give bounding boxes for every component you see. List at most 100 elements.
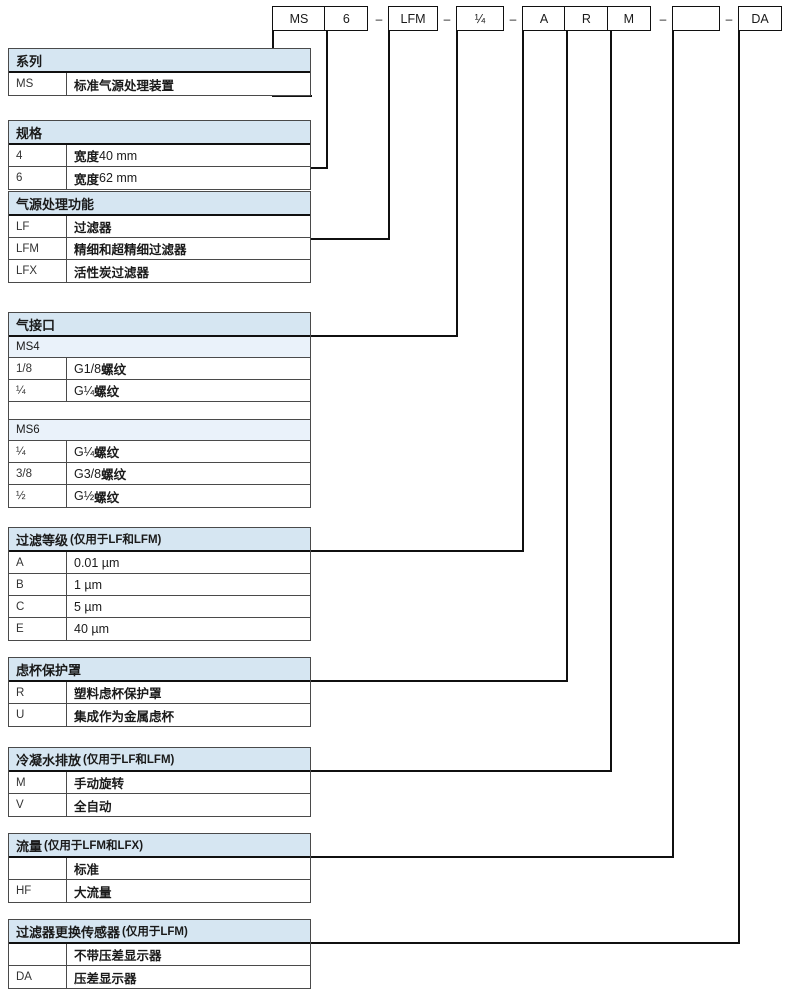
connector-grade-horizontal xyxy=(311,550,523,552)
code-box-connection[interactable]: ¼ xyxy=(456,6,504,31)
table-flow-title: 流量 xyxy=(16,838,43,854)
row-code xyxy=(9,858,67,879)
connector-bowl-guard-horizontal xyxy=(311,680,567,682)
table-grade-header: 过滤等级(仅用于LF和LFM) xyxy=(9,528,310,552)
table-sensor-header: 过滤器更换传感器(仅用于LFM) xyxy=(9,920,310,944)
code-box-size[interactable]: 6 xyxy=(324,6,369,31)
table-row: LF 过滤器 xyxy=(9,216,310,238)
table-row: MS 标准气源处理装置 xyxy=(9,73,310,95)
row-desc: 手动旋转 xyxy=(74,777,125,791)
subhead-label: MS4 xyxy=(16,341,40,353)
code-group-grade-guard-drain: A R M xyxy=(522,6,651,31)
code-box-drain[interactable]: M xyxy=(606,6,651,31)
row-desc-bold: 螺纹 xyxy=(101,468,127,482)
table-grade-note: (仅用于LF和LFM) xyxy=(70,534,162,546)
row-desc-rest: 62 mm xyxy=(99,171,138,185)
code-box-series[interactable]: MS xyxy=(272,6,326,31)
code-box-grade[interactable]: A xyxy=(522,6,566,31)
connector-function-vertical xyxy=(388,31,390,240)
row-code: E xyxy=(9,618,67,640)
table-row: 标准 xyxy=(9,858,310,880)
code-box-sensor[interactable]: DA xyxy=(738,6,782,31)
table-function: 气源处理功能 LF 过滤器 LFM 精细和超精细过滤器 LFX 活性炭过滤器 xyxy=(8,191,311,283)
table-size: 规格 4 宽度 40 mm 6 宽度 62 mm xyxy=(8,120,311,190)
table-row: ¼ G¼ 螺纹 xyxy=(9,441,310,463)
row-desc-pre: G½ xyxy=(74,489,95,503)
row-desc: 大流量 xyxy=(74,885,112,900)
table-connection-title: 气接口 xyxy=(16,317,56,333)
row-code: M xyxy=(9,772,67,793)
table-drain-note: (仅用于LF和LFM) xyxy=(83,754,175,766)
code-box-bowl-guard[interactable]: R xyxy=(564,6,609,31)
code-box-function[interactable]: LFM xyxy=(388,6,438,31)
connector-drain-horizontal xyxy=(311,770,611,772)
code-dash-2: – xyxy=(443,11,451,26)
row-desc-bold: 螺纹 xyxy=(94,446,120,460)
connector-sensor-vertical xyxy=(738,31,740,944)
row-code: 3/8 xyxy=(9,463,67,484)
row-desc: 标准 xyxy=(74,863,100,877)
row-desc: 0.01 µm xyxy=(74,555,120,570)
row-desc-pre: G¼ xyxy=(74,383,95,398)
table-bowl-guard-header: 虑杯保护罩 xyxy=(9,658,310,682)
table-row: C 5 µm xyxy=(9,596,310,618)
row-code: ¼ xyxy=(9,380,67,401)
table-function-header: 气源处理功能 xyxy=(9,192,310,216)
table-flow-header: 流量(仅用于LFM和LFX) xyxy=(9,834,310,858)
table-flow-note: (仅用于LFM和LFX) xyxy=(44,840,144,852)
code-dash-4: – xyxy=(659,11,667,26)
row-desc: 宽度 40 mm xyxy=(67,145,310,166)
table-series-title: 系列 xyxy=(16,53,43,69)
table-row: 不带压差显示器 xyxy=(9,944,310,966)
table-drain-header: 冷凝水排放(仅用于LF和LFM) xyxy=(9,748,310,772)
row-code: B xyxy=(9,574,67,595)
table-row: HF 大流量 xyxy=(9,880,310,902)
table-row: DA 压差显示器 xyxy=(9,966,310,988)
code-group-function: LFM xyxy=(388,6,438,31)
row-desc-bold: 螺纹 xyxy=(101,363,127,377)
connector-connection-horizontal xyxy=(311,335,457,337)
row-code: HF xyxy=(9,880,67,902)
row-code: DA xyxy=(9,966,67,988)
row-code: ½ xyxy=(9,485,67,507)
table-connection-subhead-ms4: MS4 xyxy=(9,337,310,358)
row-code: ¼ xyxy=(9,441,67,462)
code-box-flow[interactable] xyxy=(672,6,720,31)
row-code: 6 xyxy=(9,167,67,189)
connector-size-horizontal xyxy=(311,167,327,169)
row-desc: 集成作为金属虑杯 xyxy=(74,709,175,724)
table-connection-header: 气接口 xyxy=(9,313,310,337)
table-function-title: 气源处理功能 xyxy=(16,196,95,212)
table-series-header: 系列 xyxy=(9,49,310,73)
table-row: ¼ G¼ 螺纹 xyxy=(9,380,310,402)
row-code: V xyxy=(9,794,67,816)
connector-function-horizontal xyxy=(311,238,389,240)
row-desc: G¼ 螺纹 xyxy=(67,441,310,462)
code-dash-3: – xyxy=(509,11,517,26)
row-code: U xyxy=(9,704,67,726)
table-grade: 过滤等级(仅用于LF和LFM) A 0.01 µm B 1 µm C 5 µm … xyxy=(8,527,311,641)
row-desc-pre: G1/8 xyxy=(74,361,102,376)
row-desc: 全自动 xyxy=(74,799,112,814)
code-dash-1: – xyxy=(375,11,383,26)
table-size-title: 规格 xyxy=(16,125,43,141)
table-bowl-guard: 虑杯保护罩 R 塑料虑杯保护罩 U 集成作为金属虑杯 xyxy=(8,657,311,727)
row-desc: 过滤器 xyxy=(74,221,112,235)
table-row: ½ G½ 螺纹 xyxy=(9,485,310,507)
connector-connection-vertical xyxy=(456,31,458,337)
row-desc: 40 µm xyxy=(74,622,109,636)
connector-flow-vertical xyxy=(672,31,674,858)
row-code xyxy=(9,944,67,965)
connector-grade-vertical xyxy=(522,31,524,552)
row-desc-rest: 40 mm xyxy=(99,148,138,163)
table-sensor: 过滤器更换传感器(仅用于LFM) 不带压差显示器 DA 压差显示器 xyxy=(8,919,311,989)
table-connection-spacer xyxy=(9,402,310,420)
row-desc-bold: 宽度 xyxy=(74,172,100,187)
table-flow: 流量(仅用于LFM和LFX) 标准 HF 大流量 xyxy=(8,833,311,903)
row-desc: 塑料虑杯保护罩 xyxy=(74,687,162,701)
table-connection-subhead-ms6: MS6 xyxy=(9,420,310,441)
